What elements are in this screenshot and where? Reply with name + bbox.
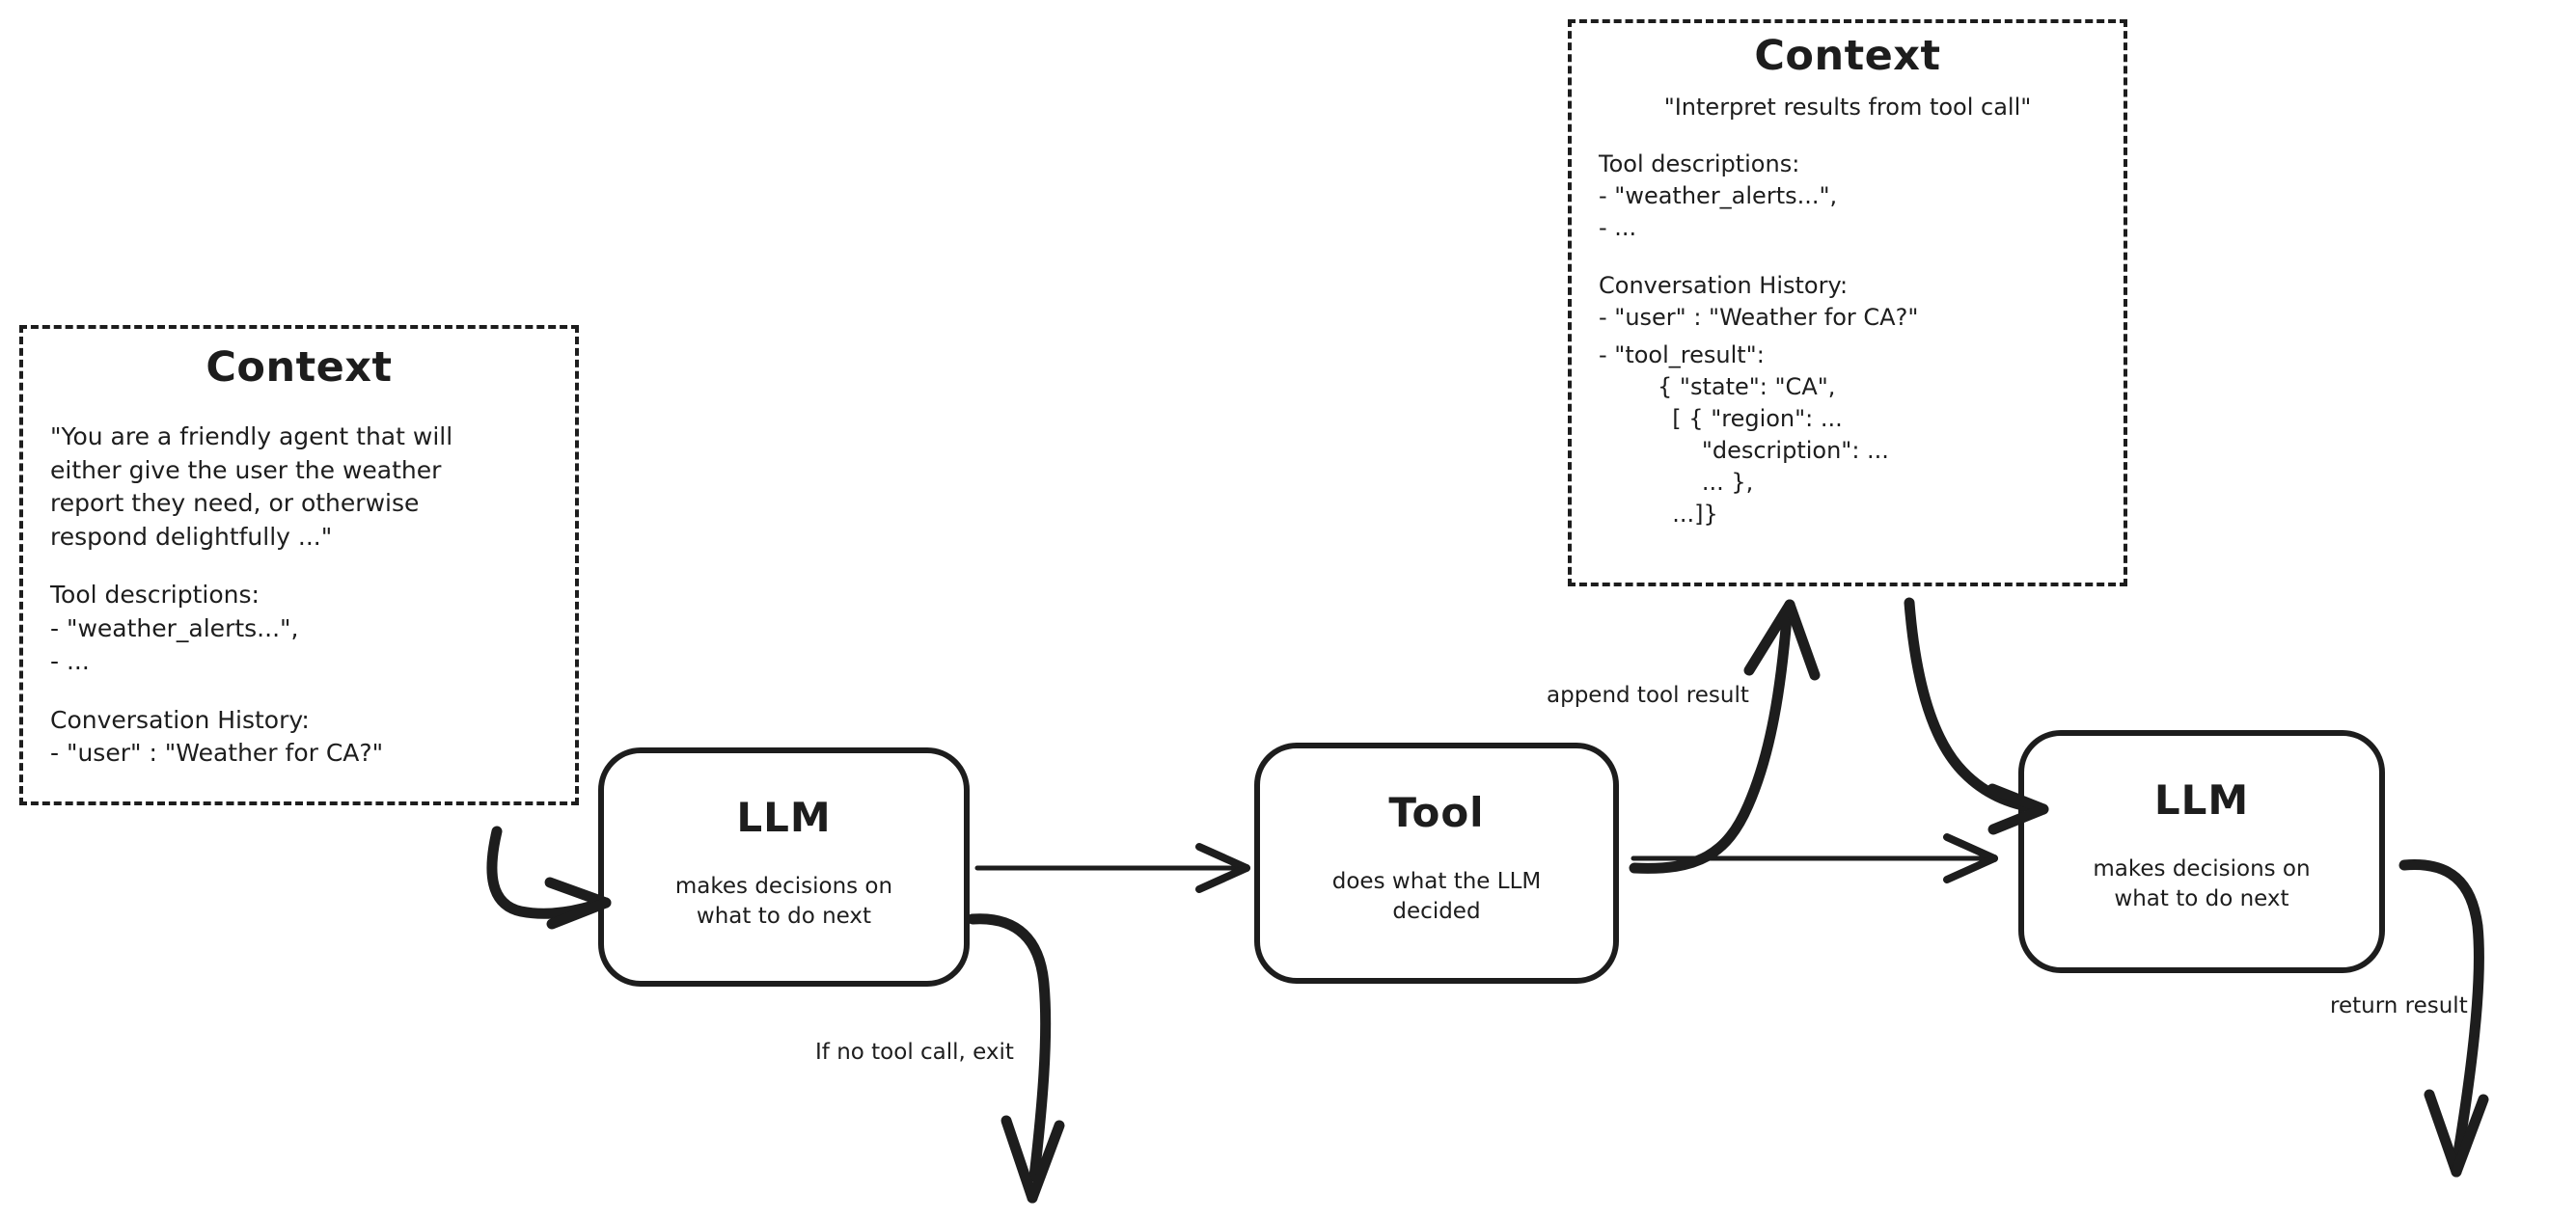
node-llm-first-title: LLM — [736, 794, 832, 841]
context-left-system-prompt: "You are a friendly agent that will eith… — [50, 422, 453, 551]
node-tool-subtitle: does what the LLM decided — [1331, 869, 1542, 925]
edge-label-return-result: return result — [2330, 993, 2468, 1018]
context-left-title: Context — [206, 343, 393, 392]
node-llm-first[interactable]: LLM makes decisions on what to do next — [598, 747, 970, 987]
arrow-tool-to-llm-second — [1631, 833, 1998, 883]
arrow-tool-to-context-right — [1629, 599, 1821, 874]
context-left-tool-descriptions: Tool descriptions: - "weather_alerts..."… — [50, 581, 299, 676]
context-right-conversation-history: Conversation History: - "user" : "Weathe… — [1599, 271, 1919, 331]
context-right-tool-descriptions: Tool descriptions: - "weather_alerts..."… — [1599, 150, 1838, 242]
node-tool-title: Tool — [1388, 789, 1485, 836]
context-right-tool-result: - "tool_result": { "state": "CA", [ { "r… — [1599, 340, 1889, 529]
edge-label-if-no-tool-call-exit: If no tool call, exit — [815, 1040, 1014, 1065]
context-right-title: Context — [1754, 32, 1941, 80]
context-right-system-prompt: "Interpret results from tool call" — [1663, 94, 2032, 122]
context-left-conversation-history: Conversation History: - "user" : "Weathe… — [50, 705, 384, 768]
context-box-right: Context "Interpret results from tool cal… — [1568, 19, 2127, 586]
node-llm-first-subtitle: makes decisions on what to do next — [674, 874, 893, 930]
node-llm-second-subtitle: makes decisions on what to do next — [2093, 856, 2311, 912]
arrow-llm-first-to-tool — [974, 843, 1250, 893]
context-box-left: Context "You are a friendly agent that w… — [19, 325, 579, 805]
edge-label-append-tool-result: append tool result — [1547, 683, 1749, 708]
arrow-context-left-to-llm-first — [486, 826, 612, 930]
node-llm-second[interactable]: LLM makes decisions on what to do next — [2018, 730, 2385, 973]
node-tool[interactable]: Tool does what the LLM decided — [1254, 743, 1619, 984]
node-llm-second-title: LLM — [2153, 776, 2250, 824]
